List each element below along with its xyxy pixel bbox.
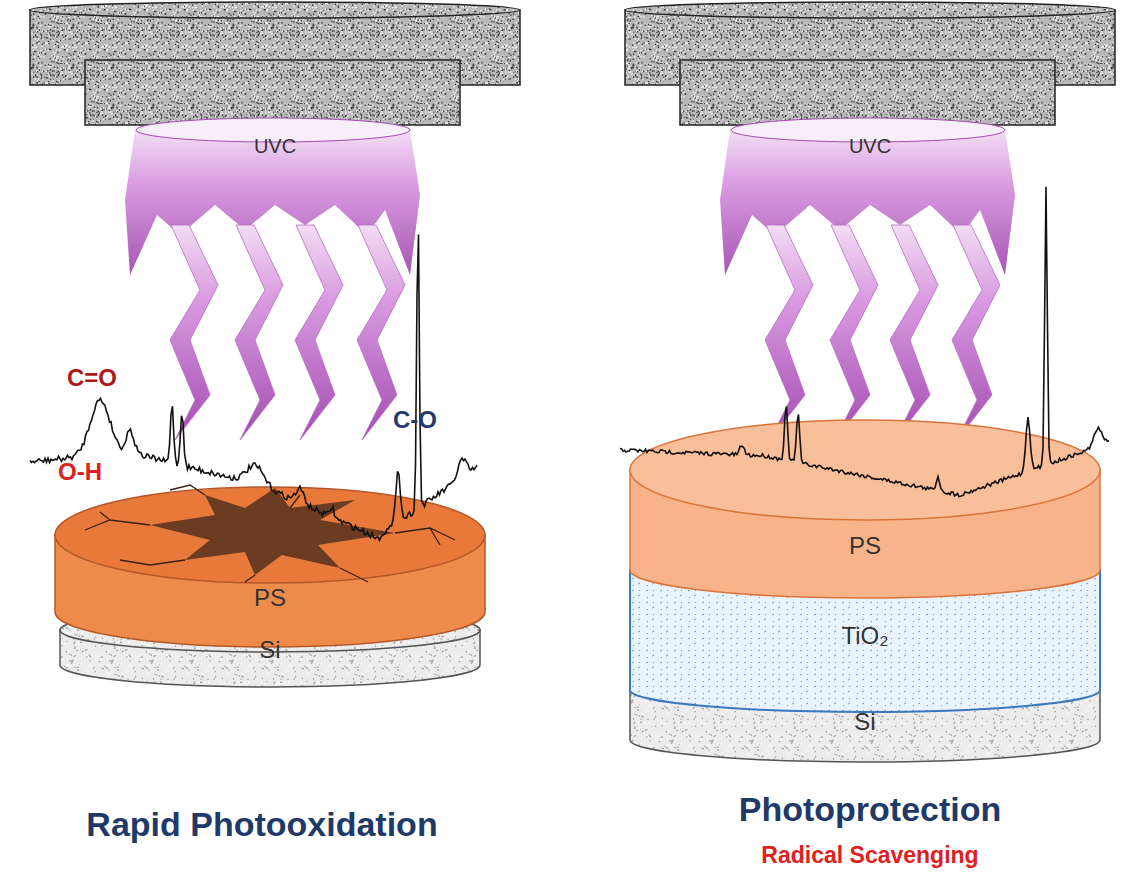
layer-label: UVC bbox=[849, 135, 891, 157]
uv-lamp bbox=[30, 2, 520, 125]
uv-beams bbox=[125, 118, 420, 440]
ps-film-degraded bbox=[55, 485, 485, 647]
layer-label-box: Si bbox=[850, 707, 880, 738]
panel-caption: Photoprotection bbox=[739, 791, 1002, 828]
layer-label-box: TiO₂ bbox=[837, 621, 893, 652]
uv-beams bbox=[720, 118, 1015, 440]
layer-label-box: PS bbox=[250, 583, 291, 614]
uv-lamp bbox=[625, 2, 1115, 125]
layer-label: PS bbox=[849, 533, 881, 559]
ir-spectrum bbox=[620, 187, 1109, 497]
panel-caption: Rapid Photooxidation bbox=[86, 806, 437, 843]
peak-label: C=O bbox=[67, 365, 117, 391]
peak-label: O-H bbox=[58, 459, 102, 485]
layer-label-box: UVC bbox=[845, 133, 896, 159]
layer-label: Si bbox=[259, 637, 280, 663]
layer-label-box: PS bbox=[845, 531, 886, 562]
ir-spectrum bbox=[30, 235, 477, 541]
layer-label: Si bbox=[854, 709, 875, 735]
layer-label-box: UVC bbox=[250, 133, 301, 159]
layer-label: PS bbox=[254, 585, 286, 611]
layer-label: UVC bbox=[254, 135, 296, 157]
layer-label: TiO₂ bbox=[841, 623, 888, 649]
ps-film-intact bbox=[630, 420, 1100, 598]
panel-subcaption: Radical Scavenging bbox=[761, 843, 978, 868]
layer-label-box: Si bbox=[255, 635, 285, 666]
peak-label: C-O bbox=[393, 407, 437, 433]
